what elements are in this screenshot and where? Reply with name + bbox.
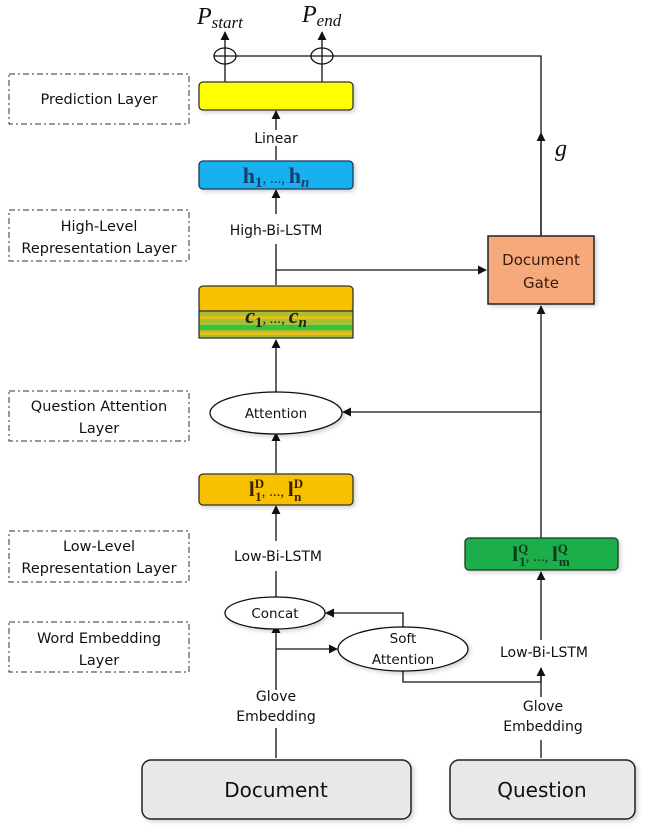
edge-softattention-concat — [325, 608, 404, 628]
document-input-label: Document — [224, 778, 328, 802]
document-gate-label-line1: Document — [502, 251, 580, 269]
question-input-box: Question — [449, 759, 636, 820]
layer-label-text: High-Level — [61, 219, 138, 235]
connectors — [220, 31, 546, 758]
linear-label: Linear — [254, 131, 298, 147]
p-start-label: Pstart — [196, 4, 244, 32]
gate-signal-label: g — [555, 136, 567, 162]
soft-attention-label-line2: Attention — [372, 652, 434, 668]
document-gate-label-line2: Gate — [523, 274, 559, 292]
layer-label-text: Representation Layer — [21, 561, 176, 577]
layer-label-text: Question Attention — [31, 399, 167, 415]
layer-label-question-attention: Question Attention Layer — [8, 390, 190, 442]
low-bilstm-q-label: Low-Bi-LSTM — [500, 645, 588, 661]
layer-label-prediction: Prediction Layer — [8, 73, 190, 125]
concat-node: Concat — [224, 596, 326, 630]
document-input-box: Document — [141, 759, 412, 820]
prediction-box — [198, 81, 354, 111]
layer-label-text: Layer — [79, 421, 119, 437]
layer-label-text: Word Embedding — [37, 631, 161, 647]
glove-q-label-line2: Embedding — [503, 719, 582, 735]
attention-node: Attention — [209, 391, 343, 435]
layer-label-text: Layer — [79, 653, 119, 669]
soft-attention-node: Soft Attention — [337, 626, 469, 672]
layer-label-text: Representation Layer — [21, 241, 176, 257]
question-input-label: Question — [497, 778, 586, 802]
layer-label-text: Prediction Layer — [40, 92, 157, 108]
layer-label-high-level: High-Level Representation Layer — [8, 209, 190, 262]
glove-doc-label-line1: Glove — [256, 689, 296, 705]
context-states-box: c1, ..., cn — [198, 285, 354, 339]
p-end-label: Pend — [301, 2, 342, 30]
layer-label-text: Low-Level — [63, 539, 135, 555]
hidden-states-label: h1, ..., hn — [243, 163, 310, 191]
concat-label: Concat — [251, 606, 298, 622]
attention-label: Attention — [245, 406, 307, 422]
layer-label-word-embedding: Word Embedding Layer — [8, 621, 190, 673]
soft-attention-label-line1: Soft — [390, 631, 417, 647]
high-bilstm-label: High-Bi-LSTM — [230, 223, 323, 239]
context-states-label: c1, ..., cn — [245, 303, 307, 331]
glove-q-label-line1: Glove — [523, 699, 563, 715]
gate-multiply-start — [213, 47, 237, 65]
gate-multiply-end — [310, 47, 334, 65]
glove-doc-label-line2: Embedding — [236, 709, 315, 725]
hidden-states-box: h1, ..., hn — [198, 160, 354, 191]
low-bilstm-doc-label: Low-Bi-LSTM — [234, 549, 322, 565]
layer-label-low-level: Low-Level Representation Layer — [8, 530, 190, 583]
document-gate-box: Document Gate — [487, 235, 595, 305]
